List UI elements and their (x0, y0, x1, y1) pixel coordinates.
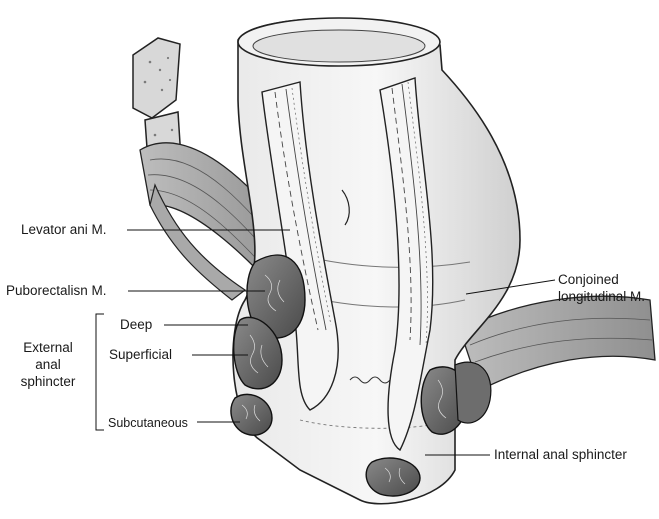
label-deep: Deep (120, 317, 152, 333)
label-conjoined-line1: Conjoined (558, 272, 619, 288)
label-external-line3: sphincter (8, 374, 88, 390)
label-levator-ani: Levator ani M. (21, 222, 107, 238)
label-puborectalis: Puborectalisn M. (6, 283, 107, 299)
label-external-line2: anal (8, 357, 88, 373)
label-conjoined-line2: longitudinal M. (558, 289, 645, 305)
label-external-line1: External (8, 340, 88, 356)
label-internal-anal-sphincter: Internal anal sphincter (494, 447, 627, 463)
label-subcutaneous: Subcutaneous (108, 415, 188, 431)
label-superficial: Superficial (109, 347, 172, 363)
